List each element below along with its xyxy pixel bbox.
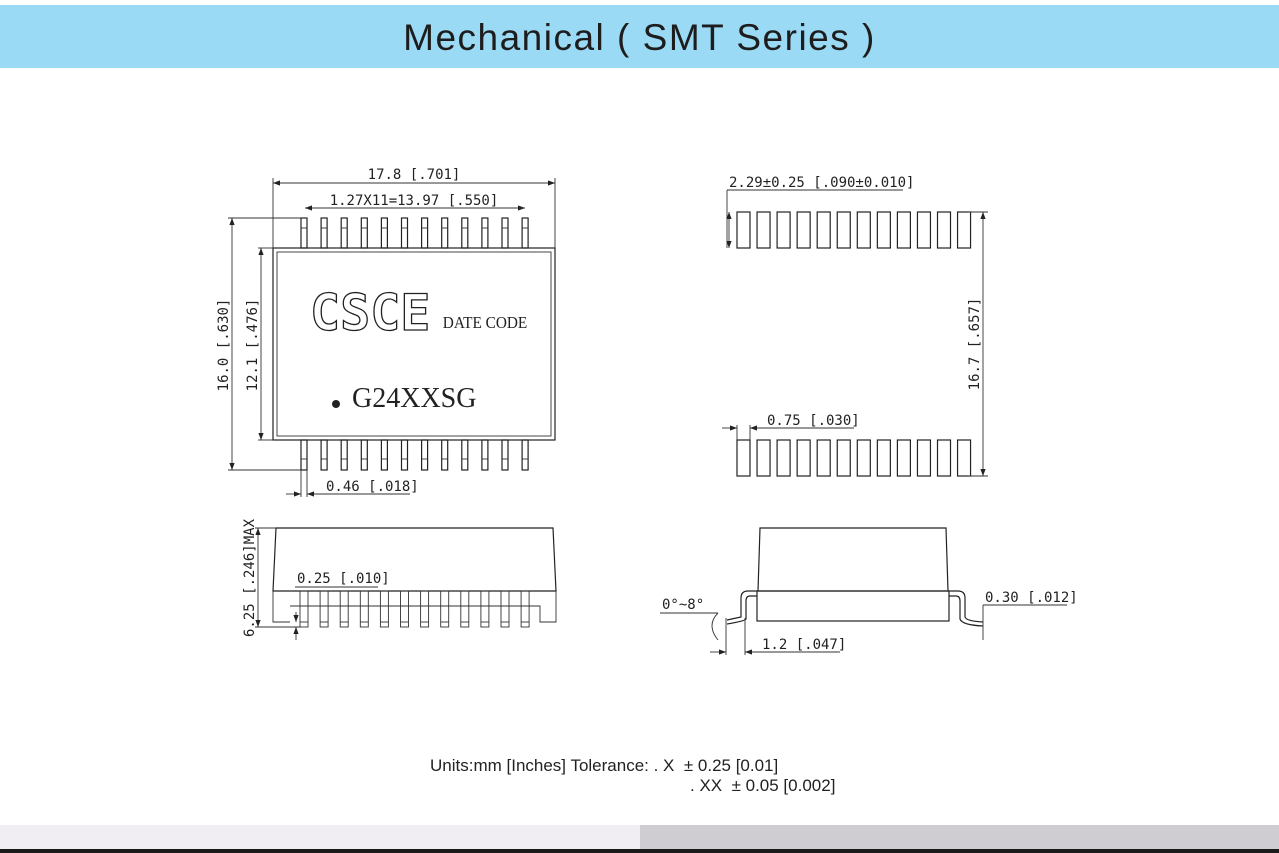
- dim-foot-length: 1.2 [.047]: [762, 637, 846, 653]
- pad: [736, 439, 751, 477]
- pad: [776, 211, 791, 249]
- pin: [300, 439, 308, 471]
- pin: [400, 217, 409, 249]
- pin: [320, 217, 328, 249]
- pad: [936, 211, 952, 249]
- side-pin: [460, 590, 470, 628]
- pin: [380, 217, 388, 249]
- brand-logo: CSCE: [310, 284, 430, 342]
- pin: [501, 439, 509, 471]
- side-pin: [440, 590, 450, 628]
- dim-pad-length: 2.29±0.25 [.090±0.010]: [729, 175, 914, 191]
- pin: [481, 439, 489, 471]
- pad: [836, 439, 851, 477]
- pad: [956, 211, 972, 249]
- package-body-outline: [272, 247, 556, 441]
- pad: [856, 211, 871, 249]
- pad: [956, 439, 972, 477]
- pad: [816, 211, 831, 249]
- pad: [816, 439, 831, 477]
- pin: [461, 439, 469, 471]
- side-pin: [339, 590, 349, 628]
- footer-bar-bottom: [0, 849, 1279, 853]
- pad: [876, 439, 891, 477]
- side-pin: [400, 590, 409, 628]
- side-pin: [299, 590, 309, 628]
- title-banner: Mechanical ( SMT Series ): [0, 5, 1279, 68]
- pin: [521, 439, 529, 471]
- pad: [856, 439, 871, 477]
- pin: [421, 217, 429, 249]
- pin: [320, 439, 328, 471]
- dim-overall-height: 16.0 [.630]: [216, 299, 232, 392]
- pin: [380, 439, 388, 471]
- side-pin: [359, 590, 369, 628]
- pin: [340, 217, 348, 249]
- pad: [736, 211, 751, 249]
- side-pin: [520, 590, 530, 628]
- dim-pin-width: 0.46 [.018]: [326, 479, 419, 495]
- package-body-inner: [276, 251, 552, 437]
- pad: [896, 211, 912, 249]
- pin: [501, 217, 509, 249]
- pin: [441, 217, 449, 249]
- tolerance-note-xx: . XX ± 0.05 [0.002]: [690, 776, 836, 795]
- date-code-label: DATE CODE: [443, 314, 528, 332]
- pad: [916, 439, 932, 477]
- pad: [796, 211, 811, 249]
- top-pins-lower: [300, 439, 529, 471]
- side-pin: [319, 590, 329, 628]
- pad: [876, 211, 891, 249]
- footer-bar-left: [0, 825, 640, 849]
- pad: [936, 439, 952, 477]
- pad: [776, 439, 791, 477]
- dim-height: 6.25 [.246]MAX: [242, 518, 258, 637]
- end-view: 1.2 [.047] 0°~8° 0.30 [.012]: [660, 527, 1078, 655]
- side-view: 6.25 [.246]MAX 0.25 [.010]: [242, 518, 557, 640]
- pin: [300, 217, 308, 249]
- dim-pad-width: 0.75 [.030]: [767, 413, 860, 429]
- footer-bar-right: [640, 825, 1279, 849]
- dim-overall-width: 17.8 [.701]: [368, 167, 461, 183]
- dim-body-height: 12.1 [.476]: [245, 299, 261, 392]
- pad: [836, 211, 851, 249]
- side-pin: [420, 590, 430, 628]
- pads-upper: [736, 211, 972, 249]
- pads-lower: [736, 439, 972, 477]
- dim-pad-span: 16.7 [.657]: [967, 298, 983, 391]
- side-pins: [299, 590, 530, 628]
- pin: [441, 439, 449, 471]
- side-pin: [500, 590, 510, 628]
- side-pin: [379, 590, 389, 628]
- end-body: [757, 527, 949, 592]
- units-tolerance-note: Units:mm [Inches] Tolerance: . X ± 0.25 …: [430, 756, 779, 775]
- pin: [521, 217, 529, 249]
- top-pins-upper: [300, 217, 529, 249]
- page-title: Mechanical ( SMT Series ): [403, 17, 876, 58]
- dim-lead-thickness: 0.30 [.012]: [985, 590, 1078, 606]
- pin: [400, 439, 409, 471]
- dim-angle: 0°~8°: [662, 597, 704, 613]
- part-number: G24XXSG: [352, 383, 476, 414]
- dim-pin-pitch: 1.27X11=13.97 [.550]: [330, 193, 499, 209]
- pad-layout: 2.29±0.25 [.090±0.010] 16.7 [.657] 0.75 …: [722, 175, 988, 477]
- pin: [421, 439, 429, 471]
- pin: [481, 217, 489, 249]
- top-view: CSCE DATE CODE G24XXSG 17.8 [.701] 1.27X…: [216, 167, 556, 497]
- pad: [896, 439, 912, 477]
- pin: [340, 439, 348, 471]
- side-pin: [480, 590, 490, 628]
- pin: [360, 439, 368, 471]
- pad: [756, 439, 771, 477]
- pad: [756, 211, 771, 249]
- pad: [796, 439, 811, 477]
- pad: [916, 211, 932, 249]
- pin: [360, 217, 368, 249]
- dim-standoff: 0.25 [.010]: [297, 571, 390, 587]
- pin1-marker-dot: [332, 400, 340, 408]
- pin: [461, 217, 469, 249]
